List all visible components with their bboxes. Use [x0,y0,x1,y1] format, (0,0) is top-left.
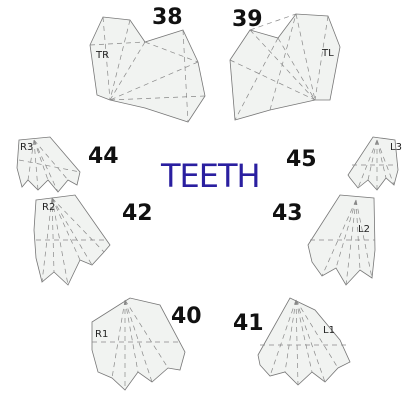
tooth-number-38: 38 [152,7,183,29]
piece-r2[interactable]: R2 [34,195,110,285]
piece-l1[interactable]: L1 [258,298,350,385]
piece-label-l3: L3 [390,142,402,153]
piece-label-r2: R2 [42,202,55,213]
piece-label-r3: R3 [20,142,33,153]
piece-label-tr: TR [95,50,109,61]
tooth-number-44: 44 [88,146,119,168]
tooth-number-39: 39 [232,9,263,31]
tooth-number-45: 45 [286,149,317,171]
diagram-title: TEETH [161,160,260,192]
tooth-number-40: 40 [171,306,202,328]
piece-label-l2: L2 [358,224,370,235]
tooth-number-43: 43 [272,203,303,225]
piece-label-r1: R1 [95,329,108,340]
piece-tr[interactable]: TR [90,17,205,122]
piece-label-tl: TL [321,48,334,59]
piece-l3[interactable]: L3 [348,137,402,190]
piece-label-l1: L1 [323,325,335,336]
piece-r3[interactable]: R3 [17,137,80,192]
tooth-number-41: 41 [233,313,264,335]
piece-l2[interactable]: L2 [308,195,375,285]
tooth-number-42: 42 [122,203,153,225]
